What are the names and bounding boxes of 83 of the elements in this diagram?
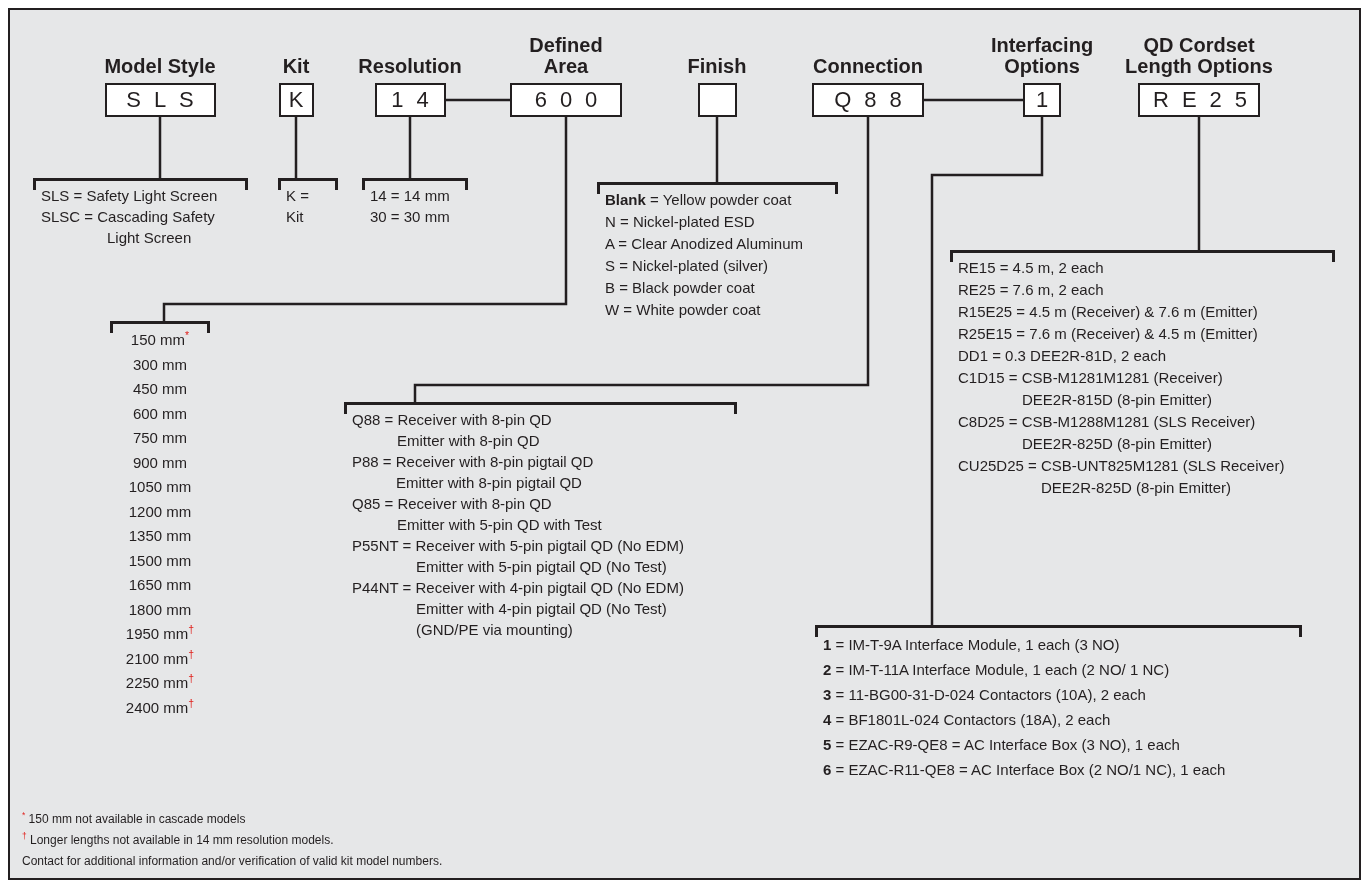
field-heading: Defined Area <box>528 35 604 77</box>
option-text: 1800 mm <box>127 599 193 620</box>
option-text: C1D15 = CSB-M1281M1281 (Receiver) <box>958 368 1224 388</box>
option-text: DEE2R-825D (8-pin Emitter) <box>1021 434 1214 454</box>
option-text: 150 mm$^{*}$ <box>129 328 191 350</box>
option-text: C8D25 = CSB-M1288M1281 (SLS Receiver) <box>958 412 1257 432</box>
option-text: K = Kit <box>286 186 310 227</box>
option-text: Q88 = Receiver with 8-pin QD <box>352 410 553 430</box>
option-text: 3 = 11-BG00-31-D-024 Contactors (10A), 2 each <box>823 685 1147 705</box>
option-text: 2 = IM-T-11A Interface Module, 1 each (2 NO/ 1 NC) <box>823 660 1171 680</box>
option-text: Emitter with 5-pin QD with Test <box>396 515 603 535</box>
connector-line <box>158 117 162 178</box>
option-text: 1200 mm <box>127 501 193 522</box>
option-text: 4 = BF1801L-024 Contactors (18A), 2 each <box>823 710 1112 730</box>
connector-line <box>294 117 298 178</box>
option-text: 14 = 14 mm <box>370 186 451 206</box>
option-text: 450 mm <box>131 379 189 399</box>
option-text: RE25 = 7.6 m, 2 each <box>958 280 1105 300</box>
option-text: 300 mm <box>131 354 189 375</box>
option-text: DEE2R-815D (8-pin Emitter) <box>1021 390 1214 410</box>
code-box: 1 <box>1023 83 1061 117</box>
field-heading: QD Cordset Length Options <box>1124 35 1274 77</box>
option-text: 1 = IM-T-9A Interface Module, 1 each (3 NO) <box>823 635 1121 655</box>
option-text: RE15 = 4.5 m, 2 each <box>958 258 1105 278</box>
option-text: R15E25 = 4.5 m (Receiver) & 7.6 m (Emitter) <box>958 302 1259 322</box>
option-text: Emitter with 8-pin pigtail QD <box>395 473 583 493</box>
option-text: 1950 mm$^{†}$ <box>124 622 196 644</box>
field-heading: Model Style <box>103 56 217 77</box>
option-text: 2400 mm$^{†}$ <box>124 695 196 718</box>
option-text: Q85 = Receiver with 8-pin QD <box>352 494 553 514</box>
option-text: DEE2R-825D (8-pin Emitter) <box>1040 478 1233 498</box>
option-text: 2250 mm$^{†}$ <box>124 671 196 693</box>
option-text: (GND/PE via mounting) <box>415 620 574 640</box>
code-box: 14 <box>374 83 446 117</box>
connector-line <box>1197 117 1201 250</box>
option-text: 1350 mm <box>127 526 193 546</box>
footnote: $^{*}$ 150 mm not available in cascade models <box>22 812 246 826</box>
option-text: P55NT = Receiver with 5-pin pigtail QD (No EDM) <box>352 536 685 556</box>
option-text: 1500 mm <box>127 550 193 571</box>
code-box: K <box>278 83 314 117</box>
option-text: 1050 mm <box>127 477 193 497</box>
option-text: P44NT = Receiver with 4-pin pigtail QD (No EDM) <box>352 578 685 598</box>
field-heading: Finish <box>686 56 748 77</box>
option-text: Emitter with 4-pin pigtail QD (No Test) <box>415 599 668 619</box>
option-text: 2100 mm$^{†}$ <box>124 646 196 669</box>
connector-line <box>162 117 568 321</box>
code-box: 600 <box>510 83 622 117</box>
option-text: SLSC = Cascading Safety Light Screen <box>41 207 216 248</box>
connector-line <box>930 117 1044 625</box>
option-text: S = Nickel-plated (silver) <box>605 256 769 276</box>
option-text: Emitter with 5-pin pigtail QD (No Test) <box>415 557 668 577</box>
option-text: W = White powder coat <box>605 300 762 320</box>
footnote: $^{†}$ Longer lengths not available in 14 mm resolution models. <box>22 833 334 847</box>
field-heading: Kit <box>281 56 311 77</box>
field-heading: Interfacing Options <box>989 35 1095 77</box>
option-text: Blank = Yellow powder coat <box>605 190 793 210</box>
option-text: R25E15 = 7.6 m (Receiver) & 4.5 m (Emitter) <box>958 324 1259 344</box>
connector-line <box>413 117 870 402</box>
option-text: A = Clear Anodized Aluminum <box>605 234 805 254</box>
option-text: CU25D25 = CSB-UNT825M1281 (SLS Receiver) <box>958 456 1286 476</box>
option-text: B = Black powder coat <box>605 278 756 298</box>
option-text: SLS = Safety Light Screen <box>41 186 219 206</box>
field-heading: Connection <box>812 56 924 77</box>
code-box: RE25 <box>1138 83 1260 117</box>
field-heading: Resolution <box>357 56 463 77</box>
footnote: Contact for additional information and/or verification of valid kit model numbers. <box>22 854 443 868</box>
option-text: 1650 mm <box>127 575 193 595</box>
option-text: N = Nickel-plated ESD <box>605 212 756 232</box>
connector-line <box>408 117 412 178</box>
option-text: DD1 = 0.3 DEE2R-81D, 2 each <box>958 346 1168 366</box>
option-text: 30 = 30 mm <box>370 207 451 227</box>
option-text: 6 = EZAC-R11-QE8 = AC Interface Box (2 NO/1 NC), 1 each <box>823 760 1227 780</box>
connector-line <box>715 117 719 182</box>
option-text: P88 = Receiver with 8-pin pigtail QD <box>352 452 595 472</box>
code-box: SLS <box>104 83 216 117</box>
option-text: 750 mm <box>131 428 189 448</box>
option-text: 900 mm <box>131 452 189 473</box>
connector-line <box>924 98 1023 102</box>
code-box: Q88 <box>812 83 924 117</box>
option-text: 600 mm <box>131 403 189 424</box>
option-text: 5 = EZAC-R9-QE8 = AC Interface Box (3 NO), 1 each <box>823 735 1181 755</box>
option-text: Emitter with 8-pin QD <box>396 431 541 451</box>
connector-line <box>445 98 510 102</box>
